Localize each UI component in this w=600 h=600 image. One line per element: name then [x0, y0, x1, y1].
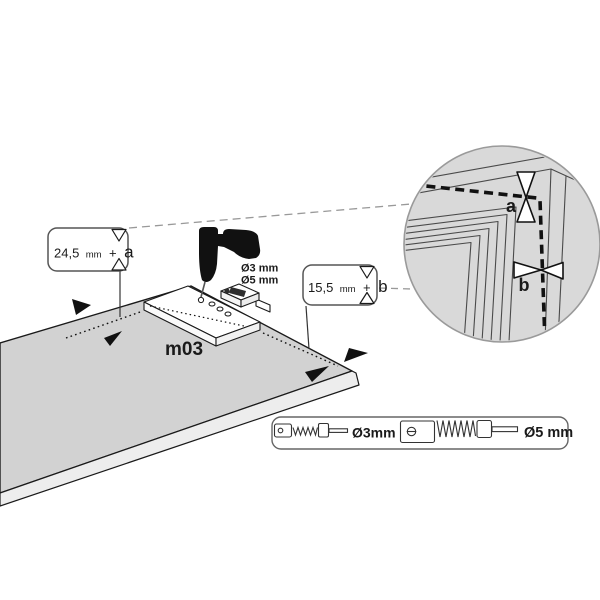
frame-nested-line	[405, 220, 499, 341]
frame-nested-line	[405, 234, 481, 341]
frame-nested-line	[405, 227, 490, 341]
svg-text:15,5 mm + b: 15,5 mm + b	[308, 277, 388, 296]
legend-label-5mm: Ø5 mm	[524, 425, 573, 441]
svg-text:24,5 mm + a: 24,5 mm + a	[54, 243, 134, 262]
drill-bit	[200, 281, 206, 298]
board	[0, 285, 360, 507]
box-a-value: 24,5	[54, 246, 79, 261]
drill-bit-label-large: Ø5 mm	[241, 275, 279, 287]
marker-a-top-triangle	[516, 171, 536, 199]
drilling-dashed-line	[411, 182, 547, 341]
template-name-label: m03	[165, 339, 203, 360]
frame-right-edge-outer	[557, 175, 567, 341]
legend-label-3mm: Ø3mm	[352, 425, 396, 441]
frame-nested-line	[405, 206, 517, 341]
arrow-marker-right-inner	[305, 366, 329, 382]
box-a-plus: +	[109, 246, 117, 261]
jig-hole	[216, 306, 224, 312]
measurement-box-b: 15,5 mm + b	[302, 264, 388, 306]
clamp-right-face	[240, 292, 260, 308]
marker-b-bowtie	[513, 261, 564, 280]
measurement-box-a-frame	[47, 227, 129, 272]
box-b-unit: mm	[340, 284, 356, 295]
jig-clamp	[220, 283, 271, 313]
drill-body	[199, 227, 261, 282]
clamp-lever	[229, 287, 246, 297]
marker-b-left-triangle	[513, 261, 542, 279]
drill-bit-label-small: Ø3 mm	[241, 263, 279, 275]
arrow-marker-top-left-inner	[104, 331, 122, 346]
box-a-triangle-up-icon	[111, 257, 127, 271]
detail-frame-lines	[405, 154, 599, 341]
drill-bit-3mm-icon	[273, 422, 349, 438]
box-a-letter: a	[124, 243, 134, 262]
jig-template: m03	[143, 283, 271, 360]
box-b-letter: b	[378, 277, 387, 296]
arrow-marker-right-outer	[344, 348, 368, 362]
bit5-collar	[476, 419, 493, 439]
detail-circle: a b	[403, 145, 600, 343]
jig-drill-hole	[197, 296, 205, 304]
leader-dash-a	[128, 203, 412, 229]
bit5-body	[399, 420, 436, 444]
box-a-unit: mm	[86, 250, 102, 261]
jig-hole	[208, 301, 216, 307]
clamp-knob	[224, 288, 230, 294]
marking-line-left	[65, 310, 144, 339]
bit3-spring	[292, 425, 319, 437]
board-front-face	[0, 370, 360, 507]
drill-icon: Ø3 mm Ø5 mm	[199, 227, 279, 298]
alignment-arrows	[72, 299, 368, 382]
bit3-hole	[277, 427, 284, 434]
bit5-shaft	[491, 426, 519, 433]
box-b-triangle-down-icon	[359, 265, 375, 279]
jig-hole	[224, 311, 232, 317]
marker-a-bowtie	[516, 171, 536, 223]
bit3-shaft	[328, 428, 349, 433]
frame-right-edge-inner	[544, 168, 552, 341]
leader-dash-b	[378, 287, 413, 290]
leader-lines	[128, 203, 413, 290]
box-b-plus: +	[363, 280, 371, 295]
frame-nested-line	[405, 213, 508, 341]
measurement-box-b-frame	[302, 264, 378, 306]
jig-plate-side-right	[215, 321, 261, 347]
marker-a-bottom-triangle	[516, 196, 536, 223]
bit5-spring	[436, 420, 477, 438]
box-a-triangle-down-icon	[111, 228, 127, 242]
detail-label-a: a	[506, 196, 517, 216]
marking-line-right	[262, 332, 339, 367]
drill-bit-5mm-icon	[399, 419, 519, 444]
legend-box: Ø3mm Ø5 mm	[271, 416, 573, 450]
box-b-value: 15,5	[308, 280, 333, 295]
measurement-box-a: 24,5 mm + a	[47, 227, 134, 272]
box-b-triangle-up-icon	[359, 291, 375, 305]
marker-b-right-triangle	[540, 261, 564, 280]
arrow-marker-top-left-outer	[72, 299, 91, 315]
bit3-collar	[317, 422, 330, 438]
clamp-foot	[255, 298, 271, 313]
frame-nested-line	[405, 241, 472, 341]
detail-label-b: b	[519, 275, 530, 295]
detail-circle-background	[403, 145, 600, 343]
leader-line-b	[305, 305, 310, 350]
